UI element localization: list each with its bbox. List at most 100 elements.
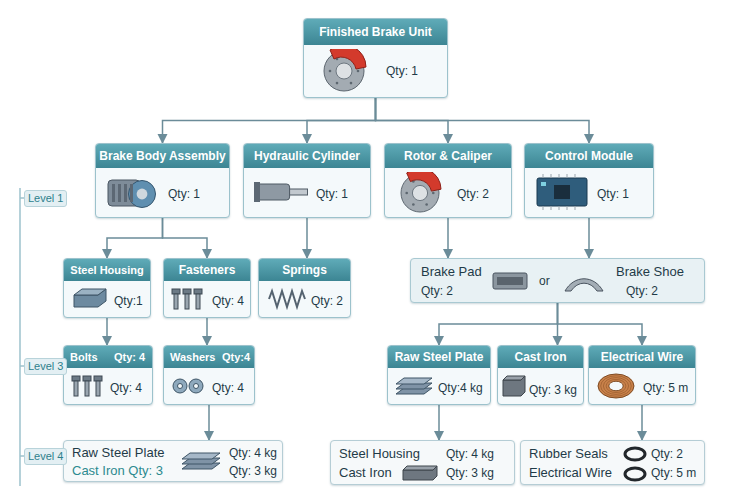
quantity-text: Qty:1 (114, 293, 143, 309)
box-title: Finished Brake Unit (319, 24, 432, 40)
part-name: Steel Housing (339, 446, 420, 462)
rotor-hole (425, 203, 428, 206)
pin (559, 174, 560, 178)
quantity-text: Qty: 1 (168, 186, 200, 202)
rotor-hole (329, 70, 332, 73)
bolt-shank (185, 294, 189, 309)
part-icon (401, 464, 439, 482)
pin (567, 174, 568, 178)
part-name: Bolts (70, 349, 98, 365)
quantity-text: Qty: 4 kg (229, 445, 277, 461)
rotor-hole (432, 192, 435, 195)
chip (554, 185, 570, 199)
component-box: Electrical WireQty: 5 m (588, 345, 696, 405)
quantity-text: Qty: 1 (316, 186, 348, 202)
caliper (407, 172, 441, 191)
level-label: Level 3 (24, 358, 67, 375)
bolt-shank (96, 381, 100, 396)
part-icon (70, 372, 106, 400)
part-icon (595, 372, 637, 400)
connector-arrow (163, 98, 376, 143)
connector-arrow (438, 405, 440, 440)
part-icon (70, 285, 110, 313)
part-name: Brake Shoe (616, 264, 684, 280)
rotor-hole (350, 82, 353, 85)
fin (124, 184, 127, 202)
steel-plate (182, 453, 220, 459)
part-icon (180, 447, 222, 477)
part-icon (489, 265, 531, 297)
rotor-hole (405, 192, 408, 195)
box-title: Brake Body Assembly (99, 148, 225, 164)
part-icon (623, 445, 647, 463)
component-box: FastenersQty: 4 (163, 258, 251, 318)
box-title: Springs (282, 262, 327, 278)
quantity-text: Qty: 4 kg (446, 446, 494, 462)
quantity-text: Qty: 3 kg (446, 465, 494, 481)
quantity-text: Qty: 4 (110, 380, 142, 396)
rotor-hub (412, 185, 427, 200)
component-box: SpringsQty: 2 (258, 258, 351, 318)
bolt-shank (196, 294, 200, 309)
part-icon (170, 285, 208, 313)
rotor-hole (357, 70, 360, 73)
iron-top (503, 376, 525, 380)
quantity-text: Qty: 1 (386, 63, 418, 79)
part-name: Electrical Wire (529, 465, 612, 481)
connector-arrow (306, 218, 308, 258)
connector-arrow (447, 218, 449, 258)
box-title: Steel Housing (70, 262, 143, 278)
part-icon (170, 372, 208, 400)
part-icon (561, 265, 607, 297)
option-box: Brake PadQty: 2orBrake ShoeQty: 2 (410, 258, 705, 303)
fin (112, 184, 115, 202)
part-icon (535, 172, 589, 212)
pin (575, 206, 576, 210)
quantity-text: Qty: 5 m (651, 465, 696, 481)
connector-arrow (641, 405, 643, 440)
rotor-hub (336, 63, 352, 79)
part-icon (623, 465, 647, 483)
washer (189, 379, 203, 393)
bolt-head (83, 376, 91, 381)
quantity-text: Qty: 4 (114, 349, 145, 365)
part-icon (399, 172, 445, 214)
part-name: Brake Pad (421, 264, 482, 280)
material-box: Rubber SealsElectrical Wire Qty: 2 Qty: 5 … (520, 440, 705, 485)
quantity-text: Qty: 2 (651, 446, 683, 462)
iron-top (403, 466, 437, 470)
connector-arrow (107, 218, 163, 258)
washer (173, 379, 187, 393)
material-box: Raw Steel PlateCast Iron Qty: 3Qty: 4 kg… (63, 440, 283, 482)
quantity-text: Qty: 4 (212, 293, 244, 309)
part-icon (252, 172, 308, 212)
bolt-shank (85, 381, 89, 396)
quantity-text: Qty:4 (222, 349, 250, 365)
cylinder-body (256, 184, 290, 200)
rubber-seal (625, 468, 645, 480)
pin (575, 174, 576, 178)
pin (543, 206, 544, 210)
cylinder-cap (254, 182, 260, 202)
fin (118, 184, 121, 202)
connector-arrow (208, 405, 210, 440)
component-box: Rotor & CaliperQty: 2 (384, 143, 512, 218)
part-icon (267, 285, 307, 313)
rubber-seal (625, 448, 645, 460)
box-title: Rotor & Caliper (404, 148, 492, 164)
steel-plate (396, 378, 432, 384)
bolt-head (172, 289, 180, 294)
quantity-text: Qty: 2 (421, 283, 453, 299)
bore-center (137, 189, 148, 200)
quantity-text: Qty: 3 kg (529, 382, 577, 398)
bolt-shank (174, 294, 178, 309)
bolt-head (183, 289, 191, 294)
fin (130, 184, 133, 202)
circuit-board (537, 178, 587, 206)
quantity-text: Qty: 3 kg (229, 463, 277, 479)
component-box: WashersQty:4Qty: 4 (163, 345, 255, 405)
part-name: Rubber Seals (529, 446, 608, 462)
caliper (330, 49, 366, 69)
bolt-head (194, 289, 202, 294)
quantity-text: Qty: 4 (212, 380, 244, 396)
